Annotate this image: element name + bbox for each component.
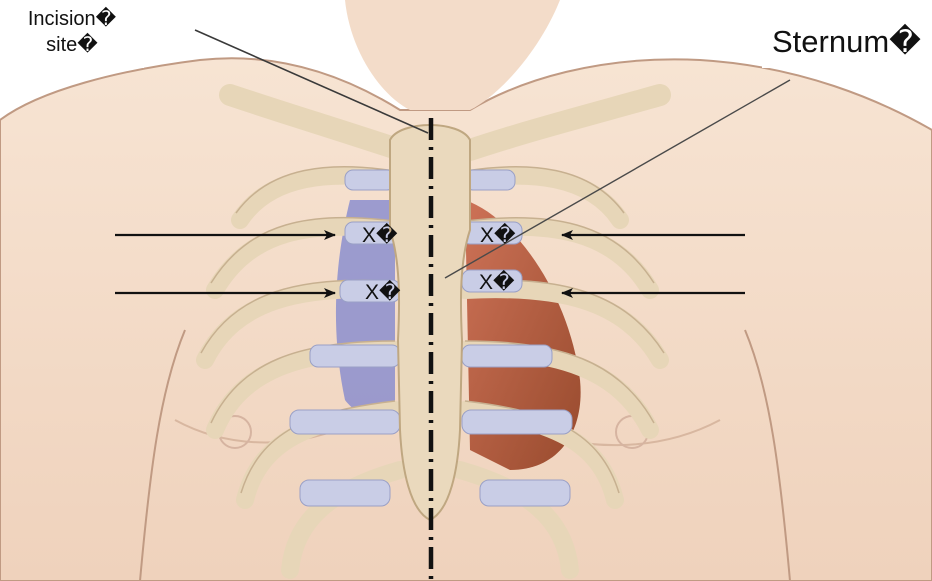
sternum-label: Sternum� xyxy=(762,20,932,68)
incision-label-line2: site� xyxy=(0,32,144,58)
x-marker-upper-left: X� xyxy=(362,225,398,247)
incision-site-label: Incision� site� xyxy=(0,6,144,68)
x-marker-lower-left: X� xyxy=(365,282,401,304)
incision-label-line1: Incision� xyxy=(0,6,144,32)
x-marker-lower-right: X� xyxy=(479,272,515,294)
x-marker-upper-right: X� xyxy=(480,225,516,247)
